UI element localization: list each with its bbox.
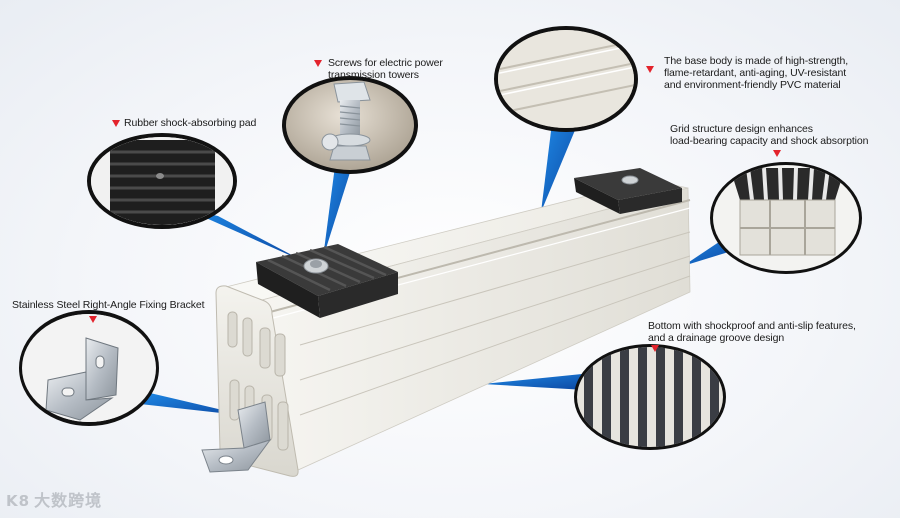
callout-pointer-bottom-icon: [483, 374, 586, 390]
bracket-on-block: [201, 401, 272, 473]
red-triangle-marker-icon: [89, 316, 97, 323]
callout-pointer-body-icon: [541, 123, 578, 212]
red-triangle-marker-icon: [651, 345, 659, 352]
bubble-bracket: [19, 310, 159, 426]
label-grid-line-2: load-bearing capacity and shock absorpti…: [670, 135, 869, 147]
label-bottom-line-2: and a drainage groove design: [648, 332, 785, 344]
red-triangle-marker-icon: [773, 150, 781, 157]
label-screws-line-1: Screws for electric power: [328, 57, 443, 69]
label-body-line-3: and environment-friendly PVC material: [664, 79, 841, 91]
red-triangle-marker-icon: [646, 66, 654, 73]
label-body: The base body is made of high-strength, …: [664, 55, 848, 91]
rubber-pad-front: [256, 244, 398, 318]
watermark-logo: K8: [6, 492, 31, 510]
bubble-grid: [710, 162, 862, 274]
watermark-text: 大数跨境: [34, 493, 103, 510]
bubble-pvc-body: [494, 26, 638, 132]
label-grid-line-1: Grid structure design enhances: [670, 123, 813, 135]
bubble-screws: [282, 76, 418, 174]
label-body-line-2: flame-retardant, anti-aging, UV-resistan…: [664, 67, 847, 79]
label-grid: Grid structure design enhances load-bear…: [670, 123, 868, 147]
rubber-pad-back: [574, 168, 682, 214]
pvc-base-block: [215, 179, 691, 477]
red-triangle-marker-icon: [112, 120, 120, 127]
label-screws-line-2: transmission towers: [328, 69, 419, 81]
label-body-line-1: The base body is made of high-strength,: [664, 55, 849, 67]
label-bracket: Stainless Steel Right-Angle Fixing Brack…: [12, 299, 205, 311]
label-pad: Rubber shock-absorbing pad: [124, 117, 256, 129]
bubble-bottom: [574, 344, 726, 450]
label-pad-line-1: Rubber shock-absorbing pad: [124, 117, 257, 129]
label-bottom-line-1: Bottom with shockproof and anti-slip fea…: [648, 320, 856, 332]
bubble-rubber-pad: [87, 133, 237, 229]
label-bottom: Bottom with shockproof and anti-slip fea…: [648, 320, 856, 344]
label-bracket-line-1: Stainless Steel Right-Angle Fixing Brack…: [12, 299, 205, 311]
red-triangle-marker-icon: [314, 60, 322, 67]
callout-pointer-pad-icon: [188, 210, 305, 262]
callout-pointer-screw-icon: [323, 166, 352, 258]
label-screws: Screws for electric power transmission t…: [328, 57, 443, 81]
